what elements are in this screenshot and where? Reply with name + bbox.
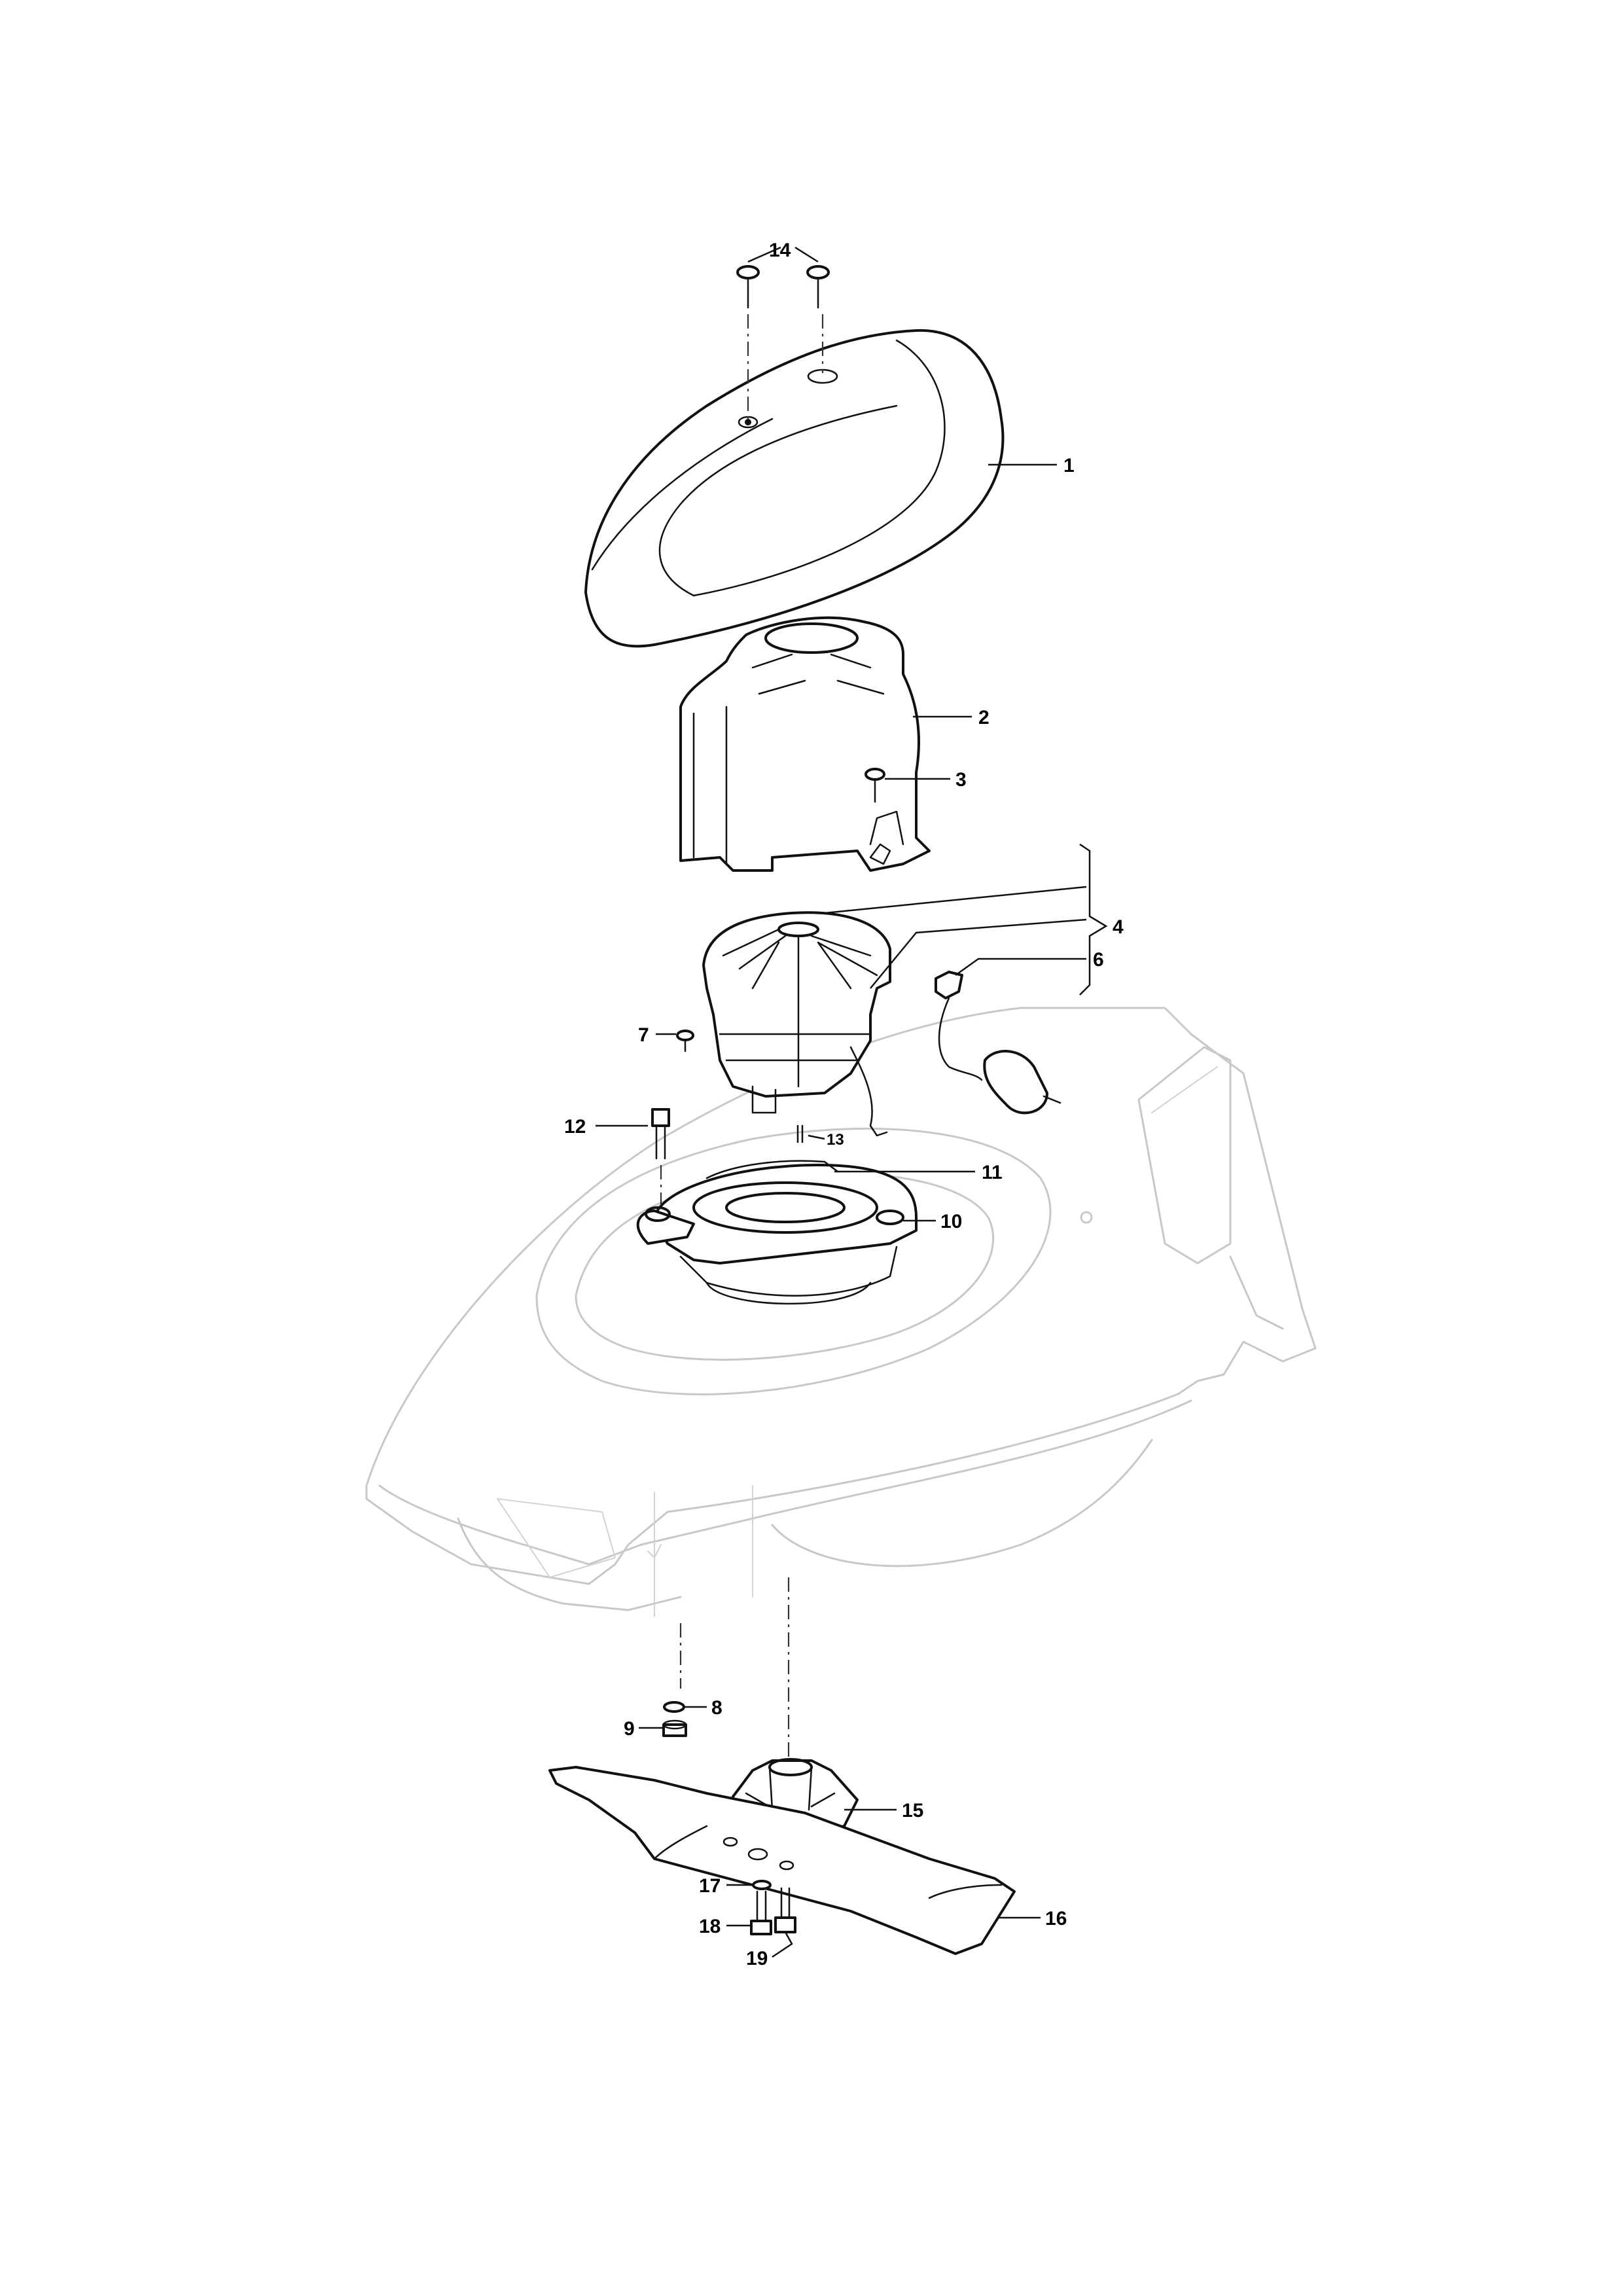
part-16-blade (548, 1766, 1041, 1955)
callout-2: 2 (978, 707, 990, 728)
callout-14: 14 (769, 240, 791, 261)
part-6-capacitor (935, 958, 1086, 1115)
part-11-gasket (705, 1160, 975, 1179)
callout-16: 16 (1045, 1908, 1067, 1929)
callout-labels: 14 1 2 3 4 6 7 12 13 11 10 8 9 15 17 16 … (564, 240, 1124, 1969)
part-12-bolt (596, 1108, 670, 1204)
callout-11: 11 (982, 1162, 1003, 1183)
part-1-top-cover (584, 329, 1057, 648)
callout-17: 17 (699, 1875, 721, 1897)
part-3-screw (865, 768, 950, 803)
part-19-bolt (772, 1887, 796, 1958)
part-2-motor-housing (679, 616, 972, 872)
part-18-bolt (726, 1890, 772, 1935)
callout-10: 10 (940, 1211, 962, 1232)
part-7-screw (656, 1030, 694, 1052)
mower-deck-ghost (365, 1007, 1317, 1617)
callout-8: 8 (711, 1697, 722, 1719)
part-8-washer (663, 1701, 707, 1713)
part-17-washer (726, 1880, 772, 1890)
callout-7: 7 (638, 1024, 649, 1046)
callout-18: 18 (699, 1916, 721, 1937)
callout-12: 12 (564, 1116, 586, 1138)
callout-19: 19 (746, 1948, 768, 1969)
callout-3: 3 (955, 769, 967, 791)
part-4-motor (702, 843, 1108, 1137)
part-14-screws (736, 246, 830, 419)
part-10-motor-mount (636, 1164, 936, 1305)
callout-4: 4 (1113, 916, 1124, 938)
callout-15: 15 (902, 1800, 923, 1821)
callout-1: 1 (1063, 455, 1075, 476)
callout-6: 6 (1093, 949, 1104, 971)
callout-13: 13 (827, 1131, 844, 1149)
part-13-key (796, 1124, 825, 1143)
part-9-nut (639, 1719, 687, 1737)
callout-9: 9 (624, 1718, 635, 1740)
assembly-guides (679, 1577, 790, 1767)
